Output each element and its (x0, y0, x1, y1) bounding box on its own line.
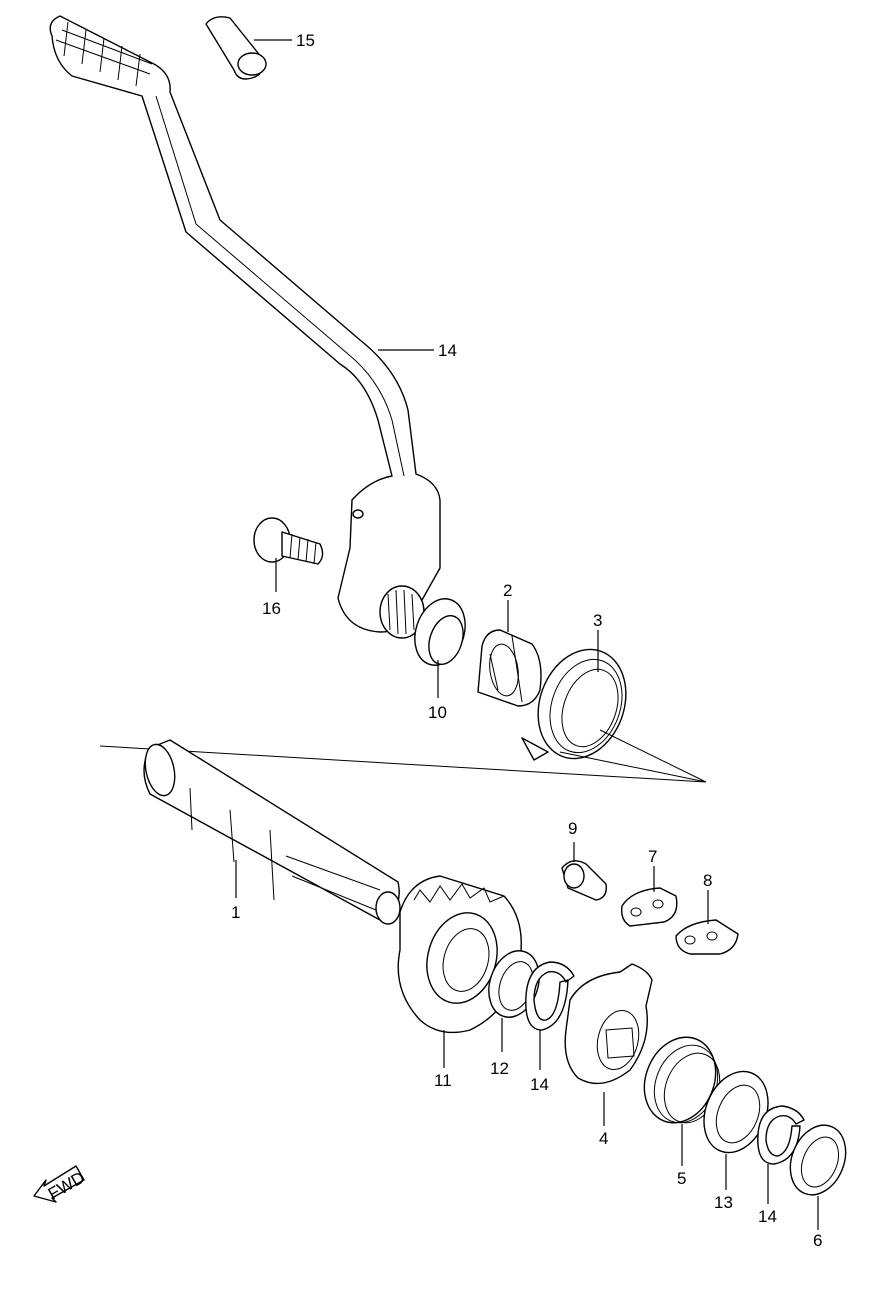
callout-2: 2 (503, 581, 512, 600)
callout-15: 14 (438, 341, 457, 360)
callout-1: 1 (231, 903, 240, 922)
leader-lines (235, 39, 819, 1230)
part-3-spring (521, 648, 627, 761)
callout-11: 11 (434, 1071, 452, 1090)
part-9-bolt (561, 860, 607, 901)
part-2-spring-guide (477, 629, 542, 707)
part-17-bolt (253, 517, 324, 565)
callout-6: 6 (813, 1231, 822, 1250)
callout-16: 15 (296, 31, 315, 50)
part-1-shaft (143, 739, 401, 925)
part-8-bracket (675, 919, 739, 955)
part-15-kick-lever (49, 15, 441, 639)
callout-14-left: 14 (530, 1075, 549, 1094)
callout-10: 10 (428, 703, 447, 722)
callout-7: 7 (648, 847, 657, 866)
fwd-arrow-icon: FWD (33, 1165, 88, 1204)
callout-13: 13 (714, 1193, 733, 1212)
part-10-bushing (414, 598, 466, 666)
callout-labels: 15 14 16 2 3 10 1 9 7 8 11 12 14 4 5 13 … (231, 31, 822, 1250)
callout-9: 9 (568, 819, 577, 838)
callout-17: 16 (262, 599, 281, 618)
callout-4: 4 (599, 1129, 608, 1148)
callout-12: 12 (490, 1059, 509, 1078)
part-6-washer (789, 1124, 847, 1196)
part-7-plate (620, 887, 678, 927)
part-4-stopper (564, 963, 653, 1085)
callout-8: 8 (703, 871, 712, 890)
callout-14-right: 14 (758, 1207, 777, 1226)
callout-3: 3 (593, 611, 602, 630)
part-14-circlip-right (757, 1105, 805, 1165)
callout-5: 5 (677, 1169, 686, 1188)
assembly-axis-line (99, 729, 707, 783)
part-16-cap (205, 16, 267, 80)
part-14-circlip-left (525, 961, 575, 1031)
